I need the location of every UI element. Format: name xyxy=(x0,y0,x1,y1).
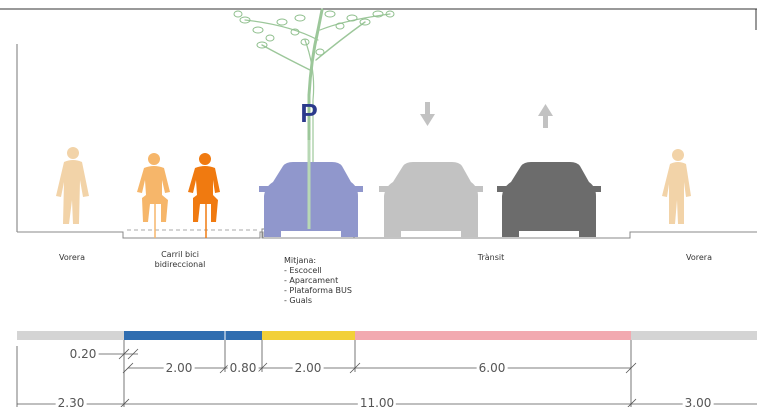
car-icon xyxy=(259,162,363,237)
dimension-200-bike: 2.00 xyxy=(163,361,195,375)
label-mitjana: Mitjana: - Escocell - Aparcament - Plata… xyxy=(284,256,352,306)
dimension-200-median: 2.00 xyxy=(292,361,324,375)
label-vorera-right: Vorera xyxy=(686,253,712,262)
dimension-300: 3.00 xyxy=(682,396,714,410)
dimension-020: 0.20 xyxy=(67,347,99,361)
label-carril-bici-line1: Carril bici xyxy=(161,250,199,259)
bike-lane-strip xyxy=(124,331,262,340)
label-transit: Trànsit xyxy=(477,253,505,262)
arrow-down-icon xyxy=(420,102,435,126)
cyclist-icon xyxy=(137,153,170,238)
arrow-up-icon xyxy=(538,104,553,128)
label-carril-bici: Carril bici bidireccional xyxy=(155,250,206,270)
list-item: - Aparcament xyxy=(284,276,339,285)
list-item: - Guals xyxy=(284,296,312,305)
sidewalk-strip-right xyxy=(631,331,757,340)
pedestrian-icon xyxy=(662,149,691,224)
label-mitjana-title: Mitjana: xyxy=(284,256,317,265)
label-vorera-left: Vorera xyxy=(59,253,85,262)
parking-icon: P xyxy=(300,98,317,128)
car-icon xyxy=(379,162,483,237)
label-carril-bici-line2: bidireccional xyxy=(154,260,206,269)
list-item: - Plataforma BUS xyxy=(284,286,352,295)
cyclist-icon xyxy=(188,153,220,238)
dimension-1100: 11.00 xyxy=(357,396,397,410)
car-icon xyxy=(497,162,601,237)
sidewalk-strip-left xyxy=(17,331,124,340)
median-strip xyxy=(262,331,355,340)
traffic-strip xyxy=(355,331,631,340)
dimension-230: 2.30 xyxy=(55,396,87,410)
pedestrian-icon xyxy=(56,147,89,224)
dimension-080: 0.80 xyxy=(227,361,259,375)
tree-icon xyxy=(233,8,395,231)
list-item: - Escocell xyxy=(284,266,322,275)
dimension-600: 6.00 xyxy=(476,361,508,375)
